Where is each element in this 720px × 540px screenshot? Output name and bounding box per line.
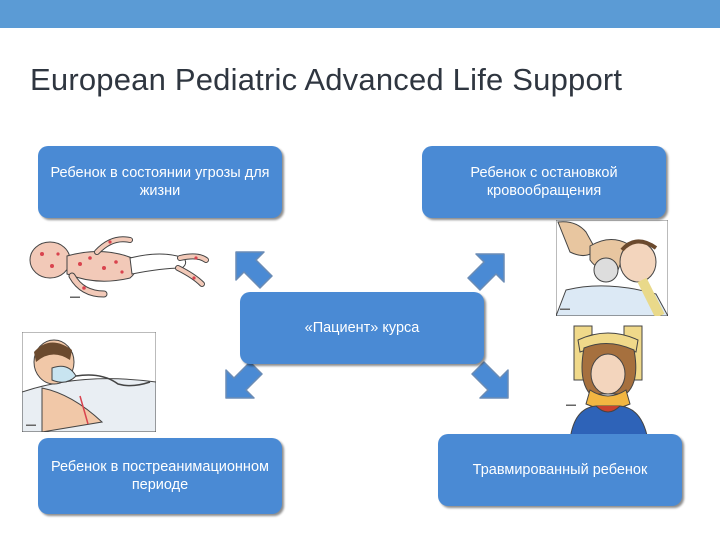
box-life-threatening-child: Ребенок в состоянии угрозы для жизни [38,146,282,218]
box-injured-child: Травмированный ребенок [438,434,682,506]
box-course-patient: «Пациент» курса [240,292,484,364]
ventilated-patient-illustration: ▬▬ [22,332,156,432]
resuscitation-illustration: ▬▬ [556,220,668,316]
box-course-patient-label: «Пациент» курса [304,320,420,336]
slide-title: European Pediatric Advanced Life Support [30,62,623,97]
infant-rash-illustration: ▬▬ [29,236,209,300]
svg-text:▬▬: ▬▬ [560,306,570,312]
arrow-down-left-icon [225,361,263,399]
arrow-down-right-icon [471,361,509,399]
box-cardiac-arrest-child: Ребенок с остановкой кровообращения [422,146,666,218]
box-injured-child-label: Травмированный ребенок [472,462,648,478]
svg-text:▬▬: ▬▬ [26,422,36,428]
cervical-collar-illustration: ▬▬ [566,325,649,440]
top-bar [0,0,720,28]
arrow-up-right-icon [467,253,505,291]
box-post-resuscitation-child: Ребенок в постреанимационном периоде [38,438,282,514]
arrow-up-left-icon [235,251,273,289]
svg-text:▬▬: ▬▬ [70,294,80,300]
box-life-threatening-child-label: Ребенок в состоянии угрозы для жизни [50,165,270,199]
svg-text:▬▬: ▬▬ [566,402,576,408]
box-cardiac-arrest-child-label: Ребенок с остановкой кровообращения [470,165,618,199]
box-post-resuscitation-child-label: Ребенок в постреанимационном периоде [51,459,269,493]
